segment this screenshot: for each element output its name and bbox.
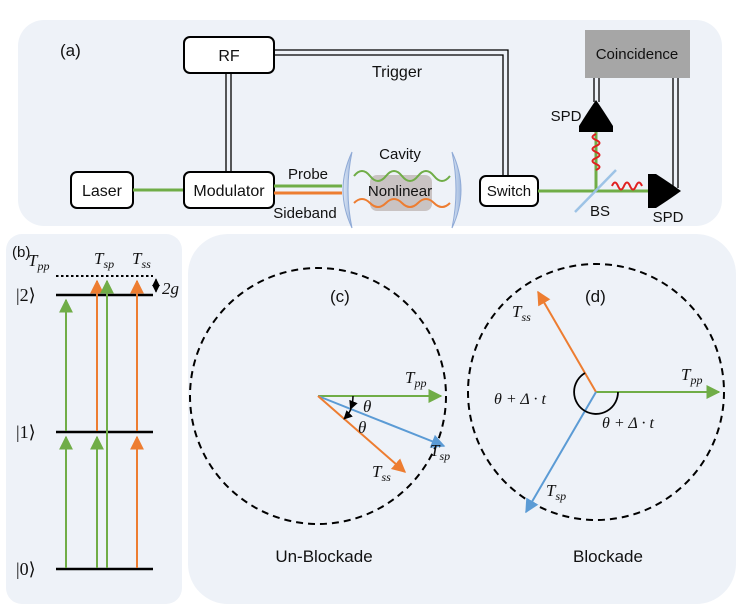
cavity-mirror-left [342,151,353,229]
panel-a: (a) RF Trigger Coincidence Laser Modulat… [18,20,722,229]
sideband-label: Sideband [273,205,336,222]
panel-d-circle [467,263,725,521]
panel-d-angle-right-label: θ + Δ · t [602,415,654,432]
bs-label: BS [590,203,610,220]
panel-b: (b) Tpp Tsp Tss |2⟩ |1⟩ |0⟩ 2g [6,234,182,604]
panel-d-caption: Blockade [573,547,643,566]
transition-label-tsp: Tsp [94,249,114,271]
spd-right-label: SPD [653,209,684,226]
spd-top-detector [579,100,613,132]
panel-c-tsp-label: Tsp [430,441,450,463]
photon-wavepacket-horizontal [611,181,643,191]
panel-c-tsp-vector [317,395,446,448]
switch-label: Switch [487,183,531,200]
panel-d-angle-arc-left [573,372,586,412]
panel-d-tsp-label: Tsp [546,481,566,503]
panel-d-tss-vector [537,290,597,393]
panel-c-caption: Un-Blockade [275,547,372,566]
cavity-label: Cavity [379,146,421,163]
probe-label: Probe [288,166,328,183]
coincidence-box [585,30,690,78]
panel-d-tpp-label: Tpp [681,365,702,387]
cavity-mode-orange [353,198,451,208]
transition-label-tpp: Tpp [28,251,49,273]
panel-d-angle-arc-right [584,391,619,415]
rf-label: RF [218,48,240,65]
panel-c-label: (c) [330,287,350,306]
panel-c-tss-vector [317,395,407,473]
panel-c-angle-arc-2 [343,408,353,420]
panel-c-tpp-label: Tpp [405,368,426,390]
panel-c-circle [189,267,447,525]
coincidence-label: Coincidence [596,46,679,63]
transition-label-tss: Tss [132,249,151,271]
beam-splitter [574,169,617,213]
modulator-box [183,171,275,209]
trigger-label: Trigger [372,64,423,81]
photon-wavepacket-vertical [591,133,601,171]
modulator-label: Modulator [193,183,265,200]
spd-right-detector [648,174,681,208]
panel-c: (c) θ θ Tpp Tsp Tss Un-Blockade [189,267,450,566]
panel-c-tss-label: Tss [372,462,391,484]
level-0-label: |0⟩ [16,559,36,579]
level-1-label: |1⟩ [16,422,36,442]
spd-top-label: SPD [551,108,582,125]
cavity-mirror-right [451,151,462,229]
panel-b-label: (b) [12,244,30,261]
panel-cd: (c) θ θ Tpp Tsp Tss Un-Blockade (d) θ + … [188,234,736,604]
panel-d-angle-left-label: θ + Δ · t [494,391,546,408]
panel-cd-background [188,234,736,604]
panel-a-label: (a) [60,41,81,60]
panel-c-theta-1: θ [363,397,371,416]
nonlinear-medium [370,175,432,211]
level-2-label: |2⟩ [16,285,36,305]
nonlinear-label: Nonlinear [368,183,432,200]
panel-d-tsp-vector [525,391,597,514]
panel-c-theta-2: θ [358,418,366,437]
laser-label: Laser [82,183,123,200]
trigger-line-1 [274,49,509,176]
cavity-mode-green [353,170,451,182]
panel-d: (d) θ + Δ · t θ + Δ · t Tpp Tss Tsp Bloc… [467,263,725,566]
coupling-label: 2g [162,279,179,298]
trigger-line-2 [274,54,504,176]
panel-d-label: (d) [585,287,606,306]
panel-d-tss-label: Tss [512,302,531,324]
